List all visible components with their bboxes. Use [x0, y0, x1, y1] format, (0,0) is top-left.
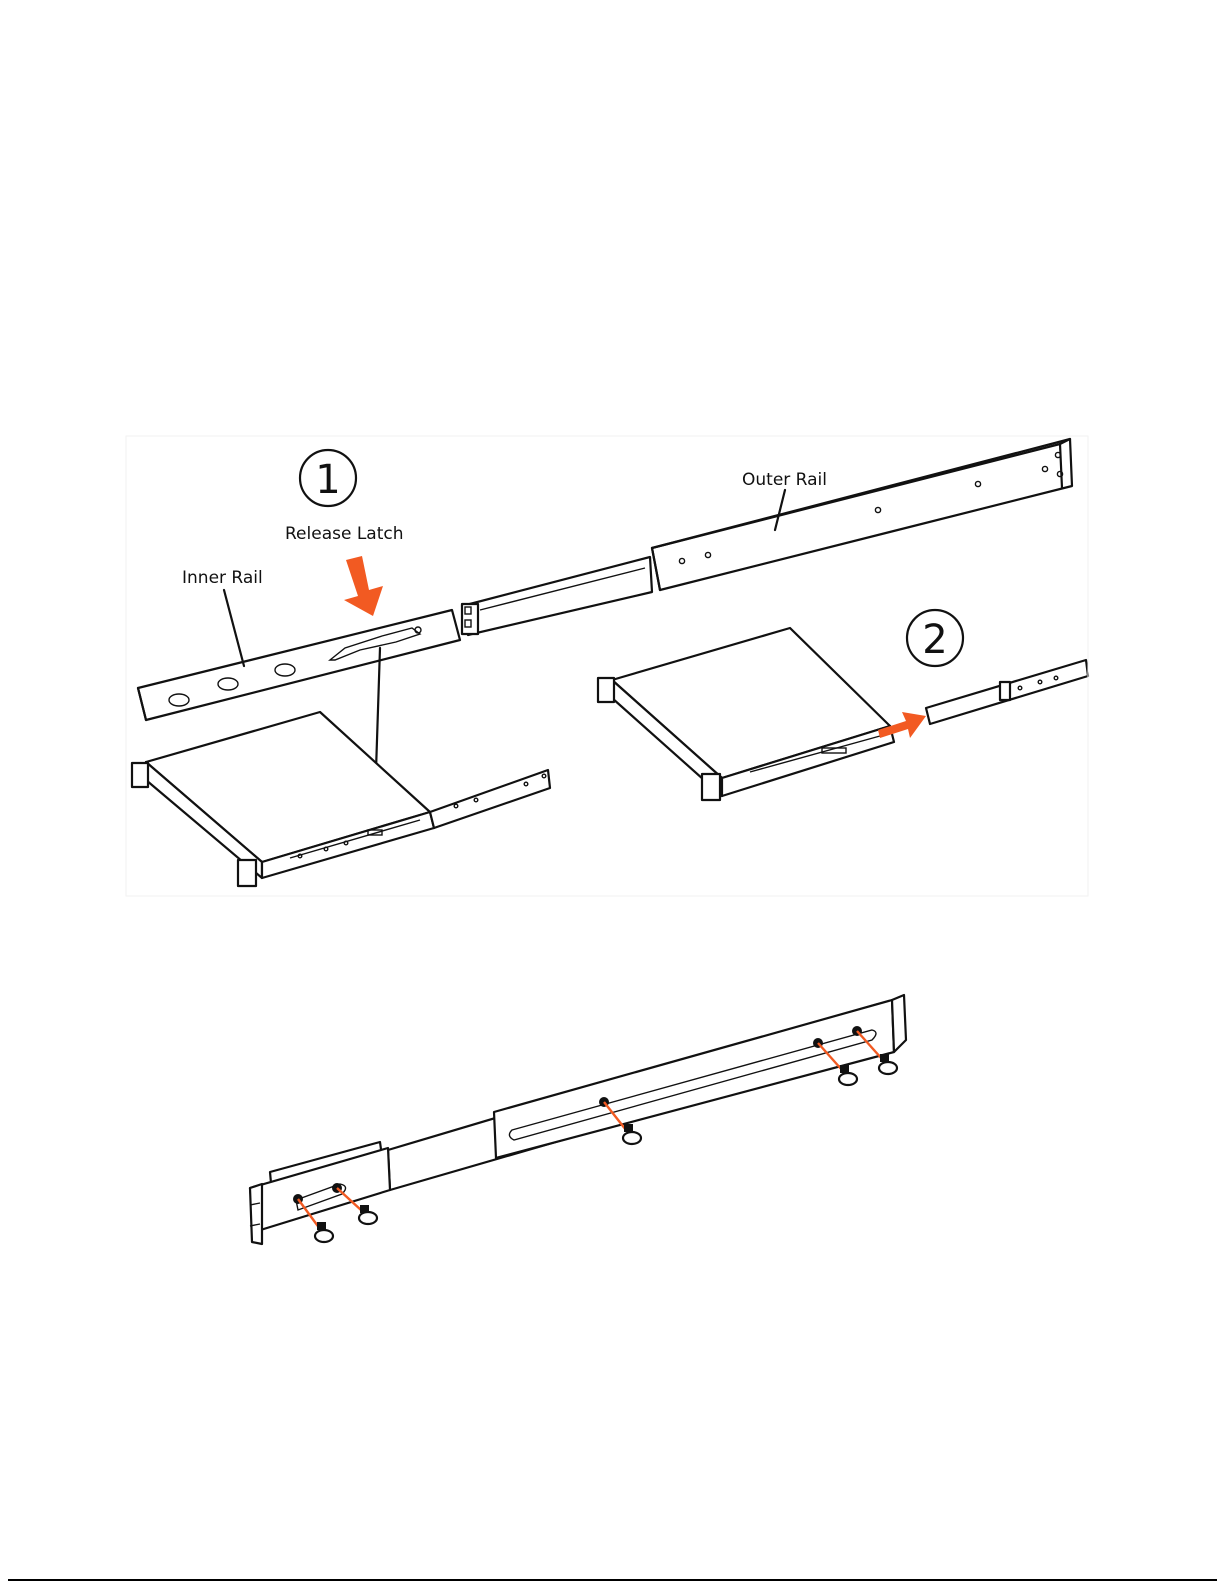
step-2-marker: 2: [907, 610, 963, 666]
svg-text:1: 1: [315, 457, 340, 503]
outer-rail: [652, 439, 1072, 590]
intermediate-rail: [462, 557, 652, 635]
inner-rail-leader: [224, 590, 244, 666]
figure-1-rail-separation: 1 2 Outer Rail Release Latch Inner Rail: [126, 436, 1088, 896]
figure-2-rail-screws: [250, 995, 906, 1244]
inner-rail-extension-left: [430, 770, 550, 828]
rail-segment-right: [926, 660, 1088, 724]
footer-rule: [8, 1579, 1217, 1581]
outer-rail-label: Outer Rail: [742, 470, 827, 490]
server-chassis-left: [132, 712, 434, 886]
step-1-marker: 1: [300, 450, 356, 506]
rear-rail-section: [388, 995, 906, 1190]
release-latch-label: Release Latch: [285, 524, 404, 544]
inner-rail-label: Inner Rail: [182, 568, 263, 588]
inner-rail: [138, 610, 460, 720]
svg-text:2: 2: [922, 617, 947, 663]
step-1-arrow: [344, 556, 383, 616]
server-chassis-right: [598, 628, 894, 800]
